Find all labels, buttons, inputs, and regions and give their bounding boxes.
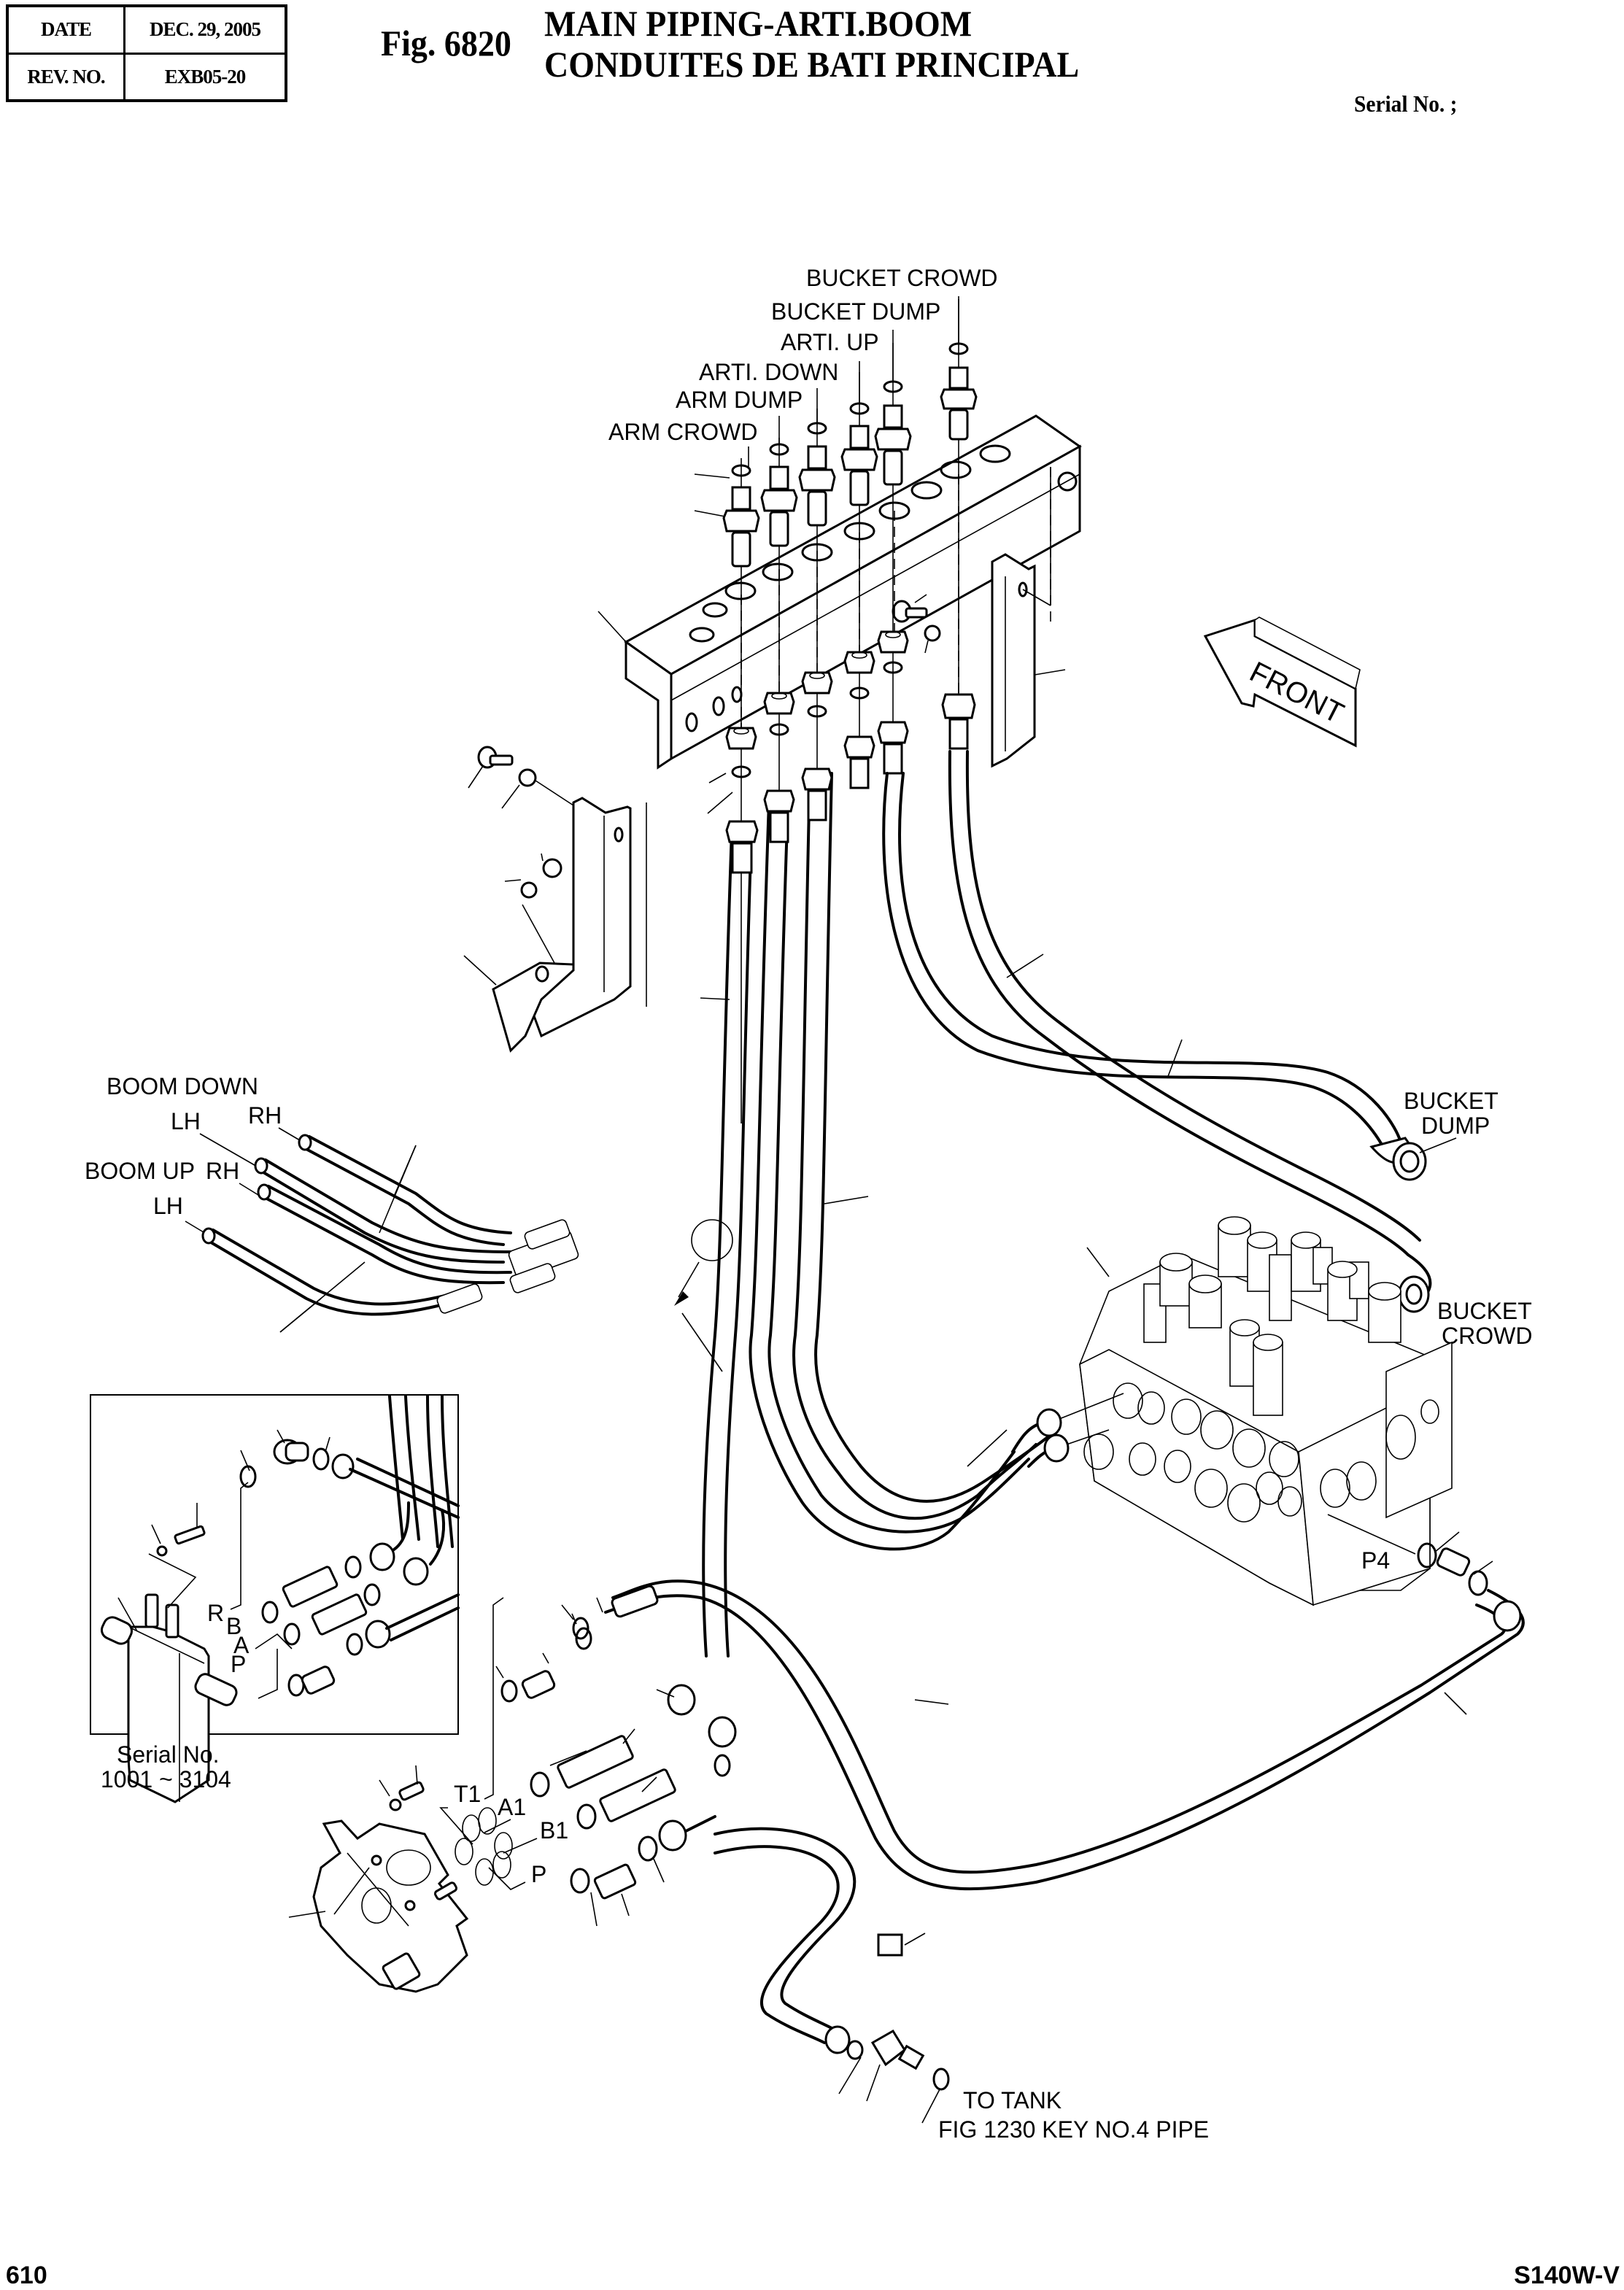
inset-serial-range: 1001 ~ 3104 bbox=[101, 1766, 231, 1792]
adapter-fittings bbox=[694, 299, 1051, 1123]
serial-number-label: Serial No. ; bbox=[1354, 90, 1458, 117]
valve-label-port-b1: B1 bbox=[540, 1817, 568, 1844]
support-bracket-right bbox=[991, 467, 1066, 768]
label-boom-up: BOOM UP bbox=[85, 1158, 195, 1184]
valve-label-port-t1: T1 bbox=[454, 1781, 481, 1807]
port-labels-top: BUCKET CROWD BUCKET DUMP ARTI. UP ARTI. … bbox=[608, 265, 998, 467]
revision-info-table: DATE DEC. 29, 2005 REV. NO. EXB05-20 bbox=[6, 4, 287, 102]
revision-value: EXB05-20 bbox=[123, 52, 287, 102]
title-english: MAIN PIPING-ARTI.BOOM bbox=[544, 3, 973, 44]
label-port-p4: P4 bbox=[1361, 1547, 1390, 1574]
label-boom-down: BOOM DOWN bbox=[107, 1073, 258, 1099]
label-arm-dump: ARM DUMP bbox=[676, 387, 803, 413]
tank-return-hose: TO TANK FIG 1230 KEY NO.4 PIPE bbox=[714, 1827, 1209, 2143]
inset-serial-label: Serial No. bbox=[117, 1741, 220, 1768]
label-bucket-dump-right-1: BUCKET bbox=[1404, 1088, 1499, 1114]
date-label: DATE bbox=[6, 4, 125, 55]
inset-label-port-a: A bbox=[233, 1632, 250, 1658]
pilot-hoses-vertical bbox=[681, 693, 1049, 1657]
figure-title: MAIN PIPING-ARTI.BOOM CONDUITES DE BATI … bbox=[544, 3, 1079, 85]
label-tank-pipe-reference: FIG 1230 KEY NO.4 PIPE bbox=[938, 2116, 1209, 2143]
label-bucket-crowd-top: BUCKET CROWD bbox=[806, 265, 998, 291]
boom-hoses: BOOM DOWN LH RH BOOM UP RH LH bbox=[85, 1073, 733, 1333]
inset-label-port-r: R bbox=[207, 1600, 224, 1626]
label-arti-up: ARTI. UP bbox=[781, 329, 879, 355]
revision-label: REV. NO. bbox=[6, 52, 125, 102]
label-arm-crowd: ARM CROWD bbox=[608, 419, 757, 445]
nuts-and-orings bbox=[707, 594, 941, 814]
label-bucket-crowd-right-2: CROWD bbox=[1442, 1323, 1532, 1349]
label-boom-up-lh: LH bbox=[153, 1193, 183, 1219]
valve-label-port-a1: A1 bbox=[498, 1794, 526, 1820]
p4-pressure-hose bbox=[561, 1531, 1525, 1891]
support-bracket-left bbox=[463, 746, 647, 1053]
label-boom-up-rh: RH bbox=[206, 1158, 239, 1184]
pilot-valve-assembly: T1 A1 B1 P bbox=[288, 1597, 737, 1993]
label-bucket-dump-top: BUCKET DUMP bbox=[771, 298, 940, 325]
valve-label-port-p: P bbox=[531, 1861, 546, 1887]
title-french: CONDUITES DE BATI PRINCIPAL bbox=[544, 44, 1080, 85]
label-bucket-dump-right-2: DUMP bbox=[1421, 1113, 1490, 1139]
label-to-tank: TO TANK bbox=[963, 2087, 1062, 2113]
label-arti-down: ARTI. DOWN bbox=[699, 359, 838, 385]
mounting-bracket-bar bbox=[598, 414, 1082, 770]
date-value: DEC. 29, 2005 bbox=[123, 4, 287, 55]
label-boom-down-lh: LH bbox=[171, 1108, 201, 1134]
front-direction-arrow: FRONT bbox=[1203, 616, 1361, 748]
inset-label-port-p: P bbox=[231, 1651, 246, 1677]
bucket-hoses: BUCKET DUMP BUCKET CROWD bbox=[882, 750, 1532, 1349]
inset-detail-serial-1001-3104: R B A P bbox=[90, 1394, 460, 1803]
figure-number: Fig. 6820 bbox=[381, 23, 511, 63]
page-number: 610 bbox=[6, 2262, 47, 2289]
inset-label-port-b: B bbox=[226, 1613, 241, 1639]
machine-model: S140W-V bbox=[1514, 2262, 1620, 2289]
label-boom-down-rh: RH bbox=[248, 1102, 282, 1129]
control-valve-block: P4 bbox=[1011, 1216, 1453, 1606]
label-bucket-crowd-right-1: BUCKET bbox=[1437, 1298, 1532, 1324]
